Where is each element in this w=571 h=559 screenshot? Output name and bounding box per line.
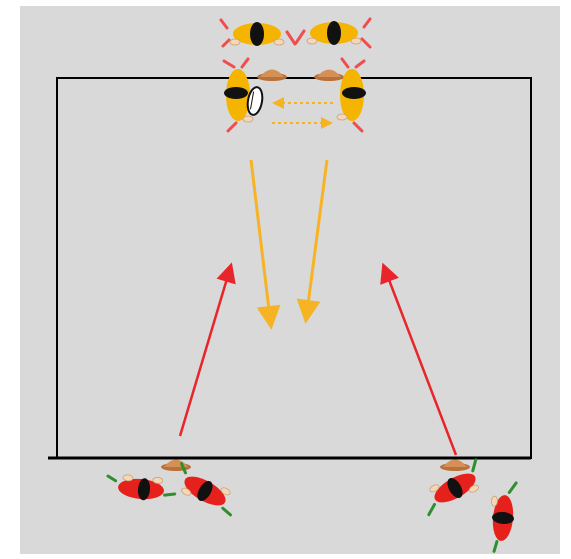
attacker-run-arrow-left [249,159,281,330]
attacker-player-4 [336,57,366,133]
defender-player-2 [180,462,232,517]
defender-run-arrow-right [380,262,458,456]
cone-top-left [257,69,287,81]
field-background [20,6,560,554]
defender-player-3 [427,458,479,517]
defender-run-arrow-left [178,262,236,437]
cone-top-right [314,69,344,81]
attacker-player-1 [219,18,297,48]
attacker-player-3 [222,57,254,133]
attacker-player-2 [294,17,372,49]
rugby-ball [246,86,264,116]
cone-bottom-right [440,459,470,471]
attacker-run-arrow-right [296,159,329,324]
defender-player-4 [491,481,518,553]
defender-player-1 [106,474,177,501]
